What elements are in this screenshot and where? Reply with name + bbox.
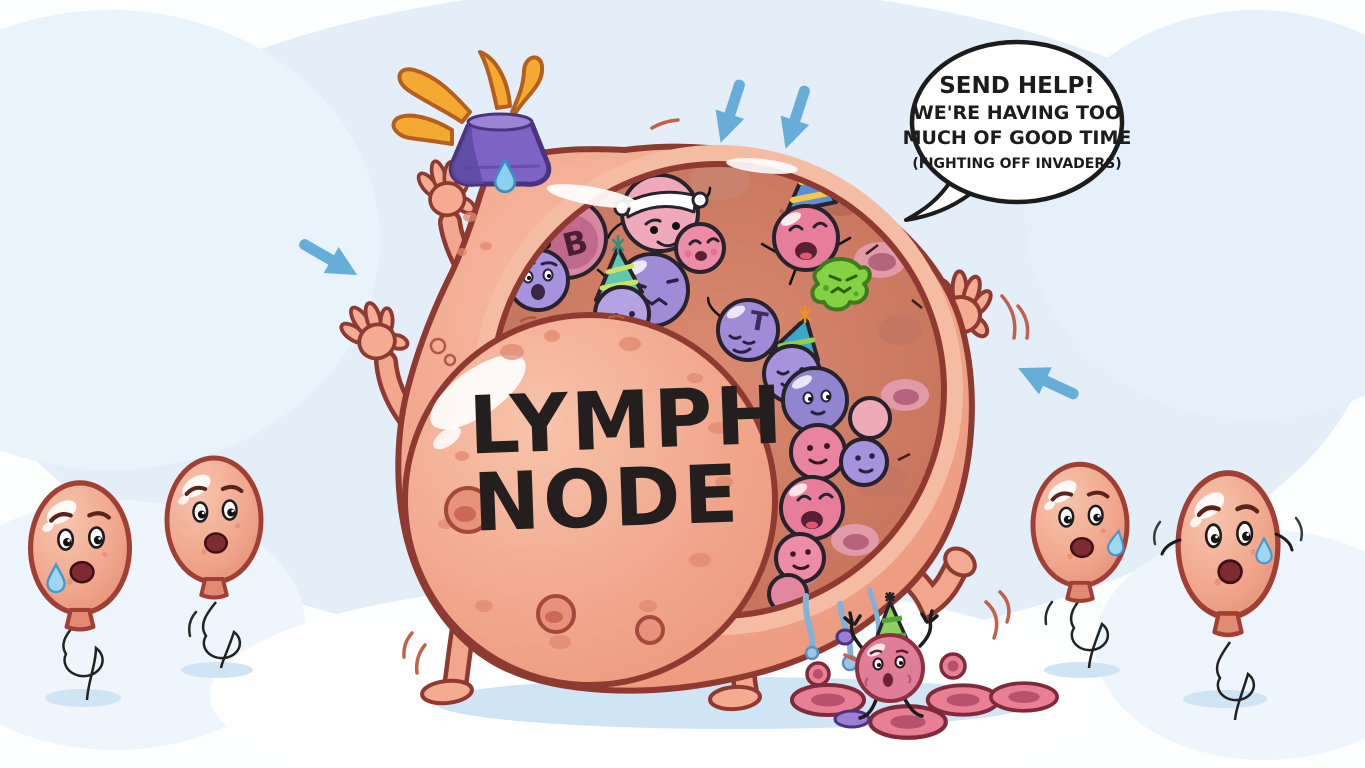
streamers: [391, 50, 545, 146]
balloon-shadow: [181, 662, 253, 678]
hat-pompom: [798, 304, 812, 324]
bubble-line-3: MUCH OF GOOD TIME: [903, 127, 1132, 149]
eye: [824, 443, 830, 449]
red-blood-cell: [870, 706, 946, 738]
speech-bubble: SEND HELP! WE'RE HAVING TOO MUCH OF GOOD…: [903, 39, 1132, 222]
node-front-lobe: LYMPH NODE: [402, 312, 787, 688]
eye: [629, 311, 635, 317]
eye: [818, 492, 834, 500]
eye: [672, 222, 680, 230]
cell-calm-purple: [781, 366, 849, 434]
speech-bubble-tail: [904, 180, 972, 222]
eye: [742, 340, 756, 345]
party-cell-limbs: [843, 609, 939, 720]
balloon-string: [201, 601, 242, 669]
interior-contents: B: [494, 166, 929, 614]
balloon-shadow: [45, 689, 121, 707]
balloon-string: [1069, 593, 1110, 669]
mouth: [810, 410, 826, 416]
eye: [869, 453, 875, 459]
foot: [943, 546, 977, 578]
motion-lines: [1152, 516, 1304, 546]
eye: [706, 237, 720, 244]
mouth: [531, 284, 545, 300]
cell-calm-purple-right: [839, 437, 889, 487]
eye: [788, 224, 804, 232]
cell-headband: [606, 173, 712, 253]
eye: [688, 239, 702, 246]
eye: [812, 221, 828, 229]
shine: [430, 354, 526, 430]
node-top: [391, 50, 798, 256]
headband: [623, 190, 698, 219]
bubble-line-2: WE'RE HAVING TOO: [913, 102, 1121, 124]
balloon-shadow: [1044, 662, 1120, 678]
shine: [433, 426, 461, 450]
title-line-1: LYMPH: [467, 369, 787, 473]
mouth: [830, 286, 852, 294]
lobe-spots: [438, 330, 733, 649]
foot: [420, 678, 474, 706]
eye: [650, 226, 658, 234]
party-cell: [843, 592, 939, 720]
eyebrow: [869, 649, 909, 655]
mouth: [858, 468, 874, 474]
eye: [728, 334, 742, 340]
bubble-line-1: SEND HELP!: [939, 73, 1095, 99]
party-hat-valve: [448, 112, 552, 187]
balloon-cells: [31, 458, 1304, 721]
cell-blob-pink: [848, 396, 892, 440]
motion-line: [188, 610, 198, 638]
eyebrow: [540, 261, 558, 267]
balloon-shadow: [1183, 690, 1267, 708]
hat-pompom: [611, 234, 625, 254]
germ: [810, 257, 872, 312]
neck-spots: [457, 212, 492, 256]
balloon-string: [1215, 641, 1256, 721]
title: LYMPH NODE: [467, 369, 787, 550]
hat-pompom: [885, 592, 895, 602]
immune-cells: B: [506, 166, 892, 614]
mouth: [883, 673, 893, 687]
red-blood-cell: [989, 681, 1059, 713]
eye: [796, 494, 812, 502]
lymphocyte-dot: [833, 709, 871, 729]
red-blood-cell: [925, 683, 1001, 717]
mouth: [695, 251, 707, 261]
mouth: [808, 458, 828, 465]
balloon-string: [62, 617, 104, 701]
eye: [790, 551, 796, 557]
eye: [666, 278, 679, 284]
cell-party-pink: [760, 166, 852, 286]
mouth: [732, 347, 752, 354]
lobe-craters: [429, 314, 665, 645]
cell-happy-small: [674, 222, 726, 274]
eye: [805, 549, 811, 555]
lymph-node: B: [329, 50, 1030, 712]
cell-t: T: [706, 296, 780, 362]
foot: [708, 684, 762, 712]
eye: [807, 445, 813, 451]
eyebrow: [644, 218, 662, 226]
cell-laugh-pink: [779, 475, 845, 541]
t-cell-label: T: [747, 306, 770, 339]
cell-smile-pink: [789, 423, 847, 481]
title-line-2: NODE: [471, 447, 742, 549]
eye: [776, 370, 790, 376]
balloon-arms: [1160, 532, 1294, 556]
eye: [828, 274, 858, 282]
bottom-scene: [790, 592, 1059, 738]
bubble-line-4: (FIGHTING OFF INVADERS): [912, 156, 1121, 172]
shine: [546, 184, 638, 208]
motion-line: [1044, 600, 1054, 626]
eye: [855, 455, 861, 461]
shine: [726, 158, 798, 174]
mouth: [792, 564, 810, 570]
